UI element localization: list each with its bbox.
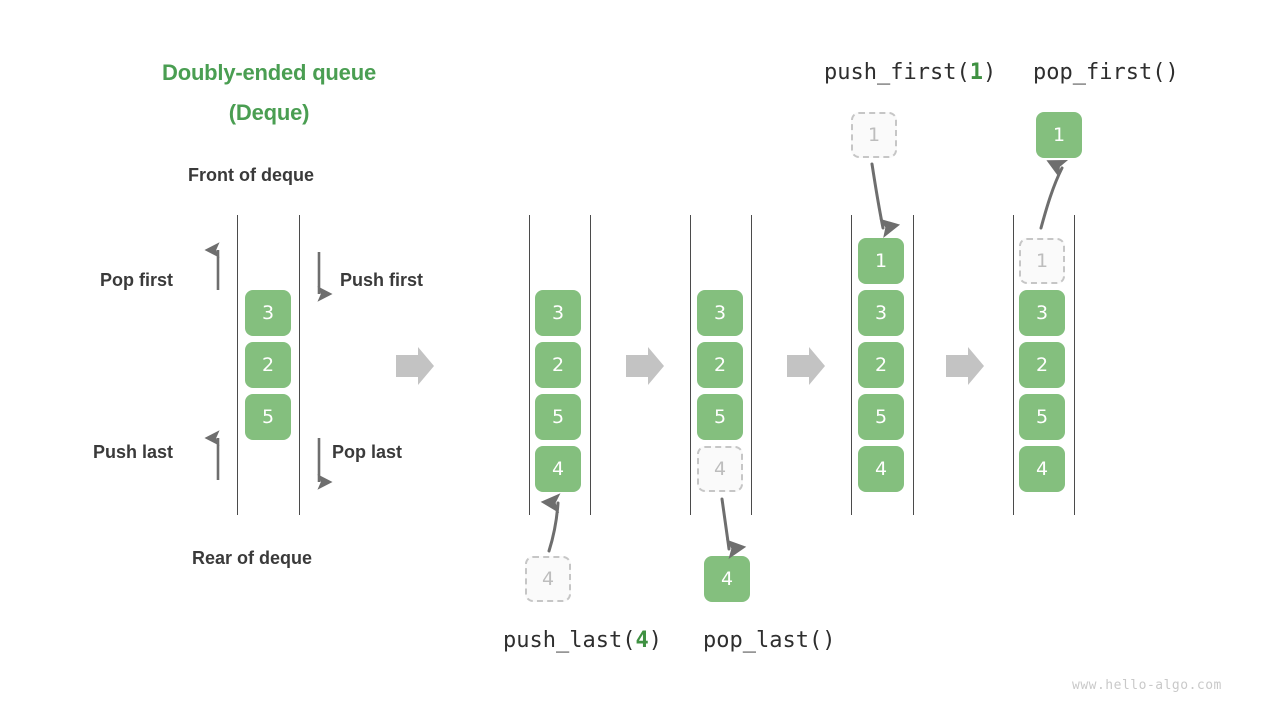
cell-col2-0: 3 — [535, 290, 581, 336]
op-push-last-close: ) — [648, 628, 662, 653]
op-pop-last-close: ) — [822, 628, 836, 653]
cell-col2-2: 5 — [535, 394, 581, 440]
cell-col2-3: 4 — [535, 446, 581, 492]
pop-last-label: Pop last — [332, 442, 403, 462]
rail-base-right — [299, 215, 300, 515]
rear-of-deque-label: Rear of deque — [192, 548, 313, 568]
block-arrow-4 — [946, 347, 984, 385]
rail-col4-left — [851, 215, 852, 515]
op-push-last-name: push_last( — [503, 628, 636, 653]
cell-col5-2: 2 — [1019, 342, 1065, 388]
op-label-push-last: push_last(4) — [503, 628, 662, 653]
op-push-last-arg: 4 — [635, 628, 649, 653]
block-arrow-2 — [626, 347, 664, 385]
cell-col4-3: 5 — [858, 394, 904, 440]
op-push-first-name: push_first( — [824, 60, 970, 85]
cell-col5-3: 5 — [1019, 394, 1065, 440]
cell-col3-1: 2 — [697, 342, 743, 388]
floating-cell-pop-first: 1 — [1036, 112, 1082, 158]
op-label-pop-last: pop_last() — [703, 628, 835, 653]
cell-col4-4: 4 — [858, 446, 904, 492]
cell-col2-1: 2 — [535, 342, 581, 388]
cell-col5-0: 1 — [1019, 238, 1065, 284]
rail-base-left — [237, 215, 238, 515]
cell-base-1: 2 — [245, 342, 291, 388]
cell-col3-0: 3 — [697, 290, 743, 336]
arrow-pop-last-motion — [720, 497, 747, 560]
cell-base-0: 3 — [245, 290, 291, 336]
watermark: www.hello-algo.com — [1072, 678, 1222, 693]
op-label-push-first: push_first(1) — [824, 60, 996, 85]
cell-col5-1: 3 — [1019, 290, 1065, 336]
cell-col4-0: 1 — [858, 238, 904, 284]
push-last-label: Push last — [93, 442, 174, 462]
op-push-first-close: ) — [982, 60, 997, 85]
rail-col2-right — [590, 215, 591, 515]
cell-col3-2: 5 — [697, 394, 743, 440]
arrow-push-last-motion — [540, 493, 561, 553]
rail-col5-left — [1013, 215, 1014, 515]
op-pop-first-name: pop_first( — [1033, 60, 1166, 85]
cell-base-2: 5 — [245, 394, 291, 440]
pop-first-label: Pop first — [100, 270, 174, 290]
op-label-pop-first: pop_first() — [1033, 60, 1179, 85]
block-arrow-1 — [396, 347, 434, 385]
block-arrow-3 — [787, 347, 825, 385]
front-of-deque-label: Front of deque — [188, 165, 314, 185]
rail-col5-right — [1074, 215, 1075, 515]
arrow-push-first-motion — [870, 162, 901, 239]
cell-col4-1: 3 — [858, 290, 904, 336]
cell-col5-4: 4 — [1019, 446, 1065, 492]
rail-col3-left — [690, 215, 691, 515]
diagram-title-line1: Doubly-ended queue — [162, 60, 376, 85]
diagram-title-line2: (Deque) — [228, 100, 310, 125]
floating-cell-push-last: 4 — [525, 556, 571, 602]
cell-col3-3: 4 — [697, 446, 743, 492]
rail-col4-right — [913, 215, 914, 515]
op-pop-last-name: pop_last( — [703, 628, 823, 653]
op-push-first-arg: 1 — [969, 60, 983, 85]
arrow-pop-first-motion — [1039, 159, 1069, 230]
push-first-label: Push first — [340, 270, 424, 290]
rail-col2-left — [529, 215, 530, 515]
rail-col3-right — [751, 215, 752, 515]
floating-cell-pop-last: 4 — [704, 556, 750, 602]
floating-cell-push-first: 1 — [851, 112, 897, 158]
op-pop-first-close: ) — [1165, 60, 1179, 85]
cell-col4-2: 2 — [858, 342, 904, 388]
